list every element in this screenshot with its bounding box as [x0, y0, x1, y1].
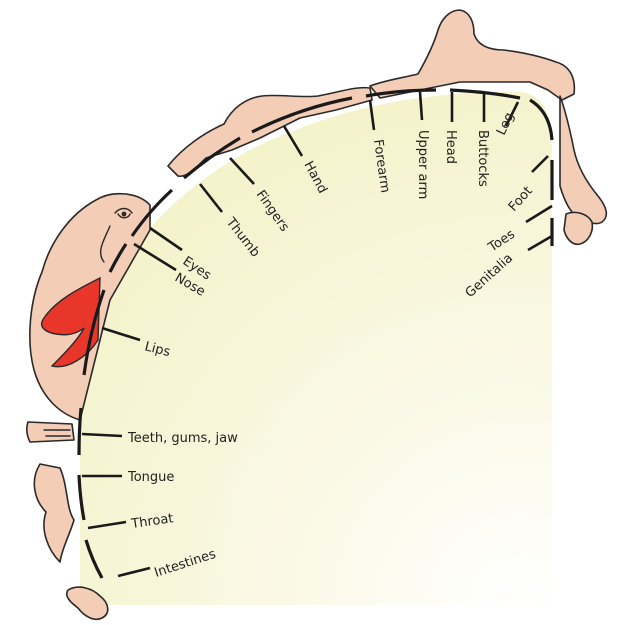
label-buttocks: Buttocks: [475, 130, 490, 187]
jaw-icon: [27, 422, 74, 442]
label-head: Head: [443, 130, 458, 164]
leg-icon: [560, 96, 606, 224]
arm-icon: [370, 10, 574, 100]
label-teeth-gums-jaw: Teeth, gums, jaw: [127, 431, 238, 446]
tongue-icon: [34, 464, 74, 562]
label-tongue: Tongue: [127, 470, 174, 485]
label-upper-arm: Upper arm: [415, 130, 430, 199]
toes-icon: [564, 212, 592, 244]
